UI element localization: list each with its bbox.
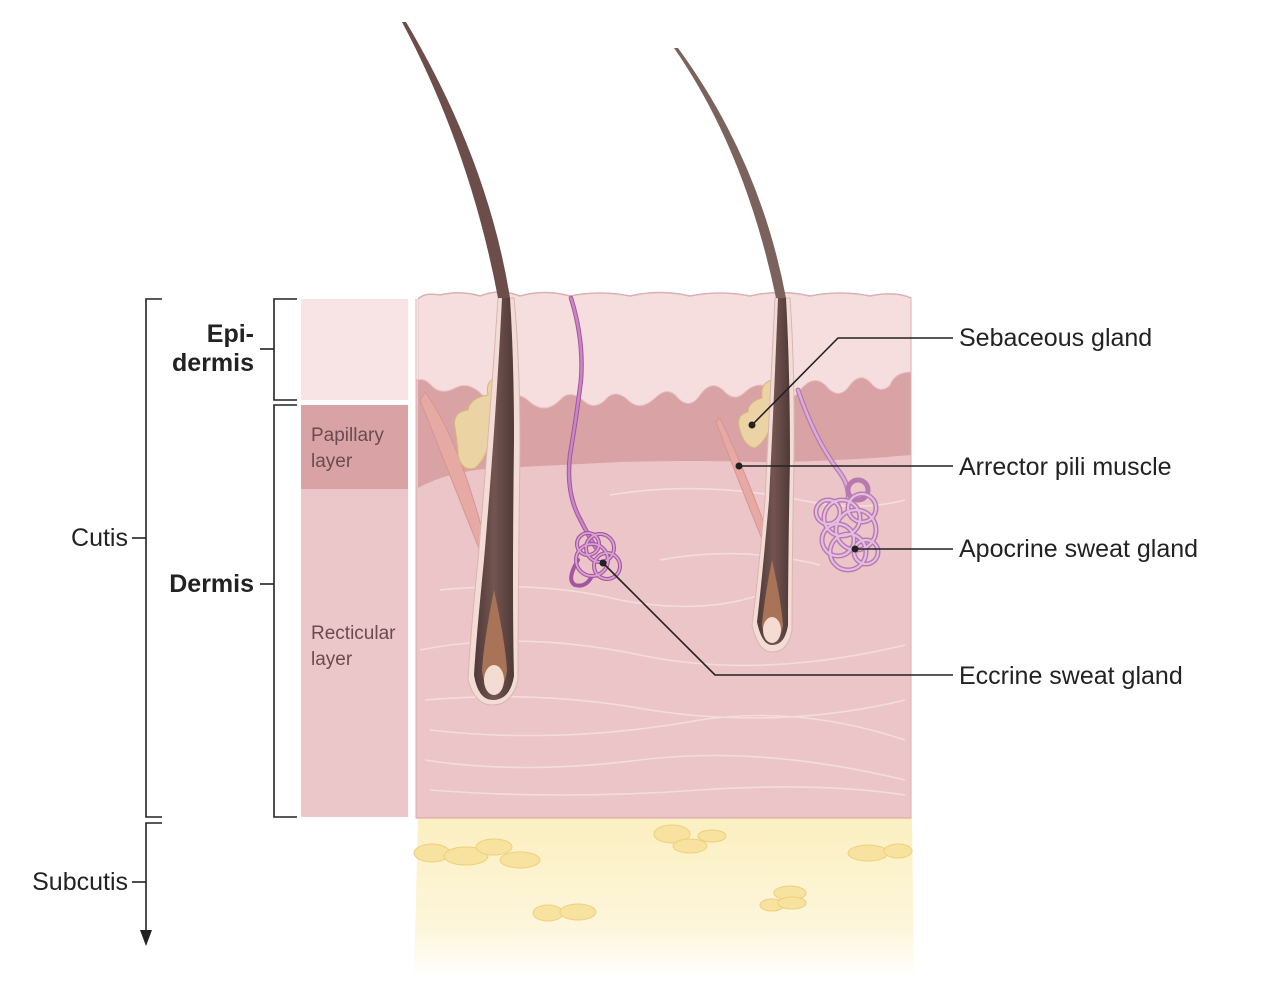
subcutis-arrowhead: [140, 930, 152, 946]
eccrine-gland-label: Eccrine sweat gland: [959, 662, 1183, 690]
legend-reticular-block: [301, 489, 408, 817]
right-hair-shaft: [674, 48, 786, 298]
left-hair-bulb: [482, 590, 507, 690]
apocrine-gland-label: Apocrine sweat gland: [959, 535, 1198, 563]
dermis-label: Dermis: [169, 570, 254, 598]
cutis-label: Cutis: [71, 524, 128, 552]
callout-sebaceous: [748, 337, 953, 429]
fat-cells: [413, 824, 913, 922]
epidermis-label-line2: dermis: [172, 349, 254, 377]
subcutis-label: Subcutis: [32, 868, 128, 896]
epidermis-label-line1: Epi-: [207, 320, 254, 348]
arrector-pili-label: Arrector pili muscle: [959, 453, 1172, 481]
left-hair-shaft: [402, 22, 510, 298]
cutis-bracket: [132, 298, 162, 818]
dermis-bracket: [260, 404, 297, 818]
epidermis-bracket: [260, 298, 297, 401]
callout-apocrine: [851, 545, 953, 553]
reticular-label-line2: layer: [311, 649, 353, 670]
sebaceous-gland-label: Sebaceous gland: [959, 324, 1152, 352]
stratum-corneum: [417, 291, 912, 300]
left-hair-follicle: [419, 297, 521, 706]
papillary-label-line1: Papillary: [311, 425, 384, 446]
callout-arrector: [735, 462, 953, 470]
papillary-label-line2: layer: [311, 451, 353, 472]
right-dermal-papilla: [763, 617, 781, 643]
right-hair-root: [757, 298, 790, 645]
left-hair-root: [474, 298, 514, 700]
layer-legend-column: [301, 299, 408, 817]
subcutis-layer: [414, 814, 914, 980]
legend-epidermis-block: [301, 299, 408, 400]
reticular-label-line1: Recticular: [311, 623, 396, 644]
callout-eccrine: [599, 559, 953, 676]
skin-cross-section: [402, 22, 914, 980]
left-dermal-papilla: [484, 665, 504, 695]
subcutis-arrow: [132, 822, 162, 946]
legend-papillary-block: [301, 405, 408, 489]
right-hair-follicle: [715, 297, 795, 653]
